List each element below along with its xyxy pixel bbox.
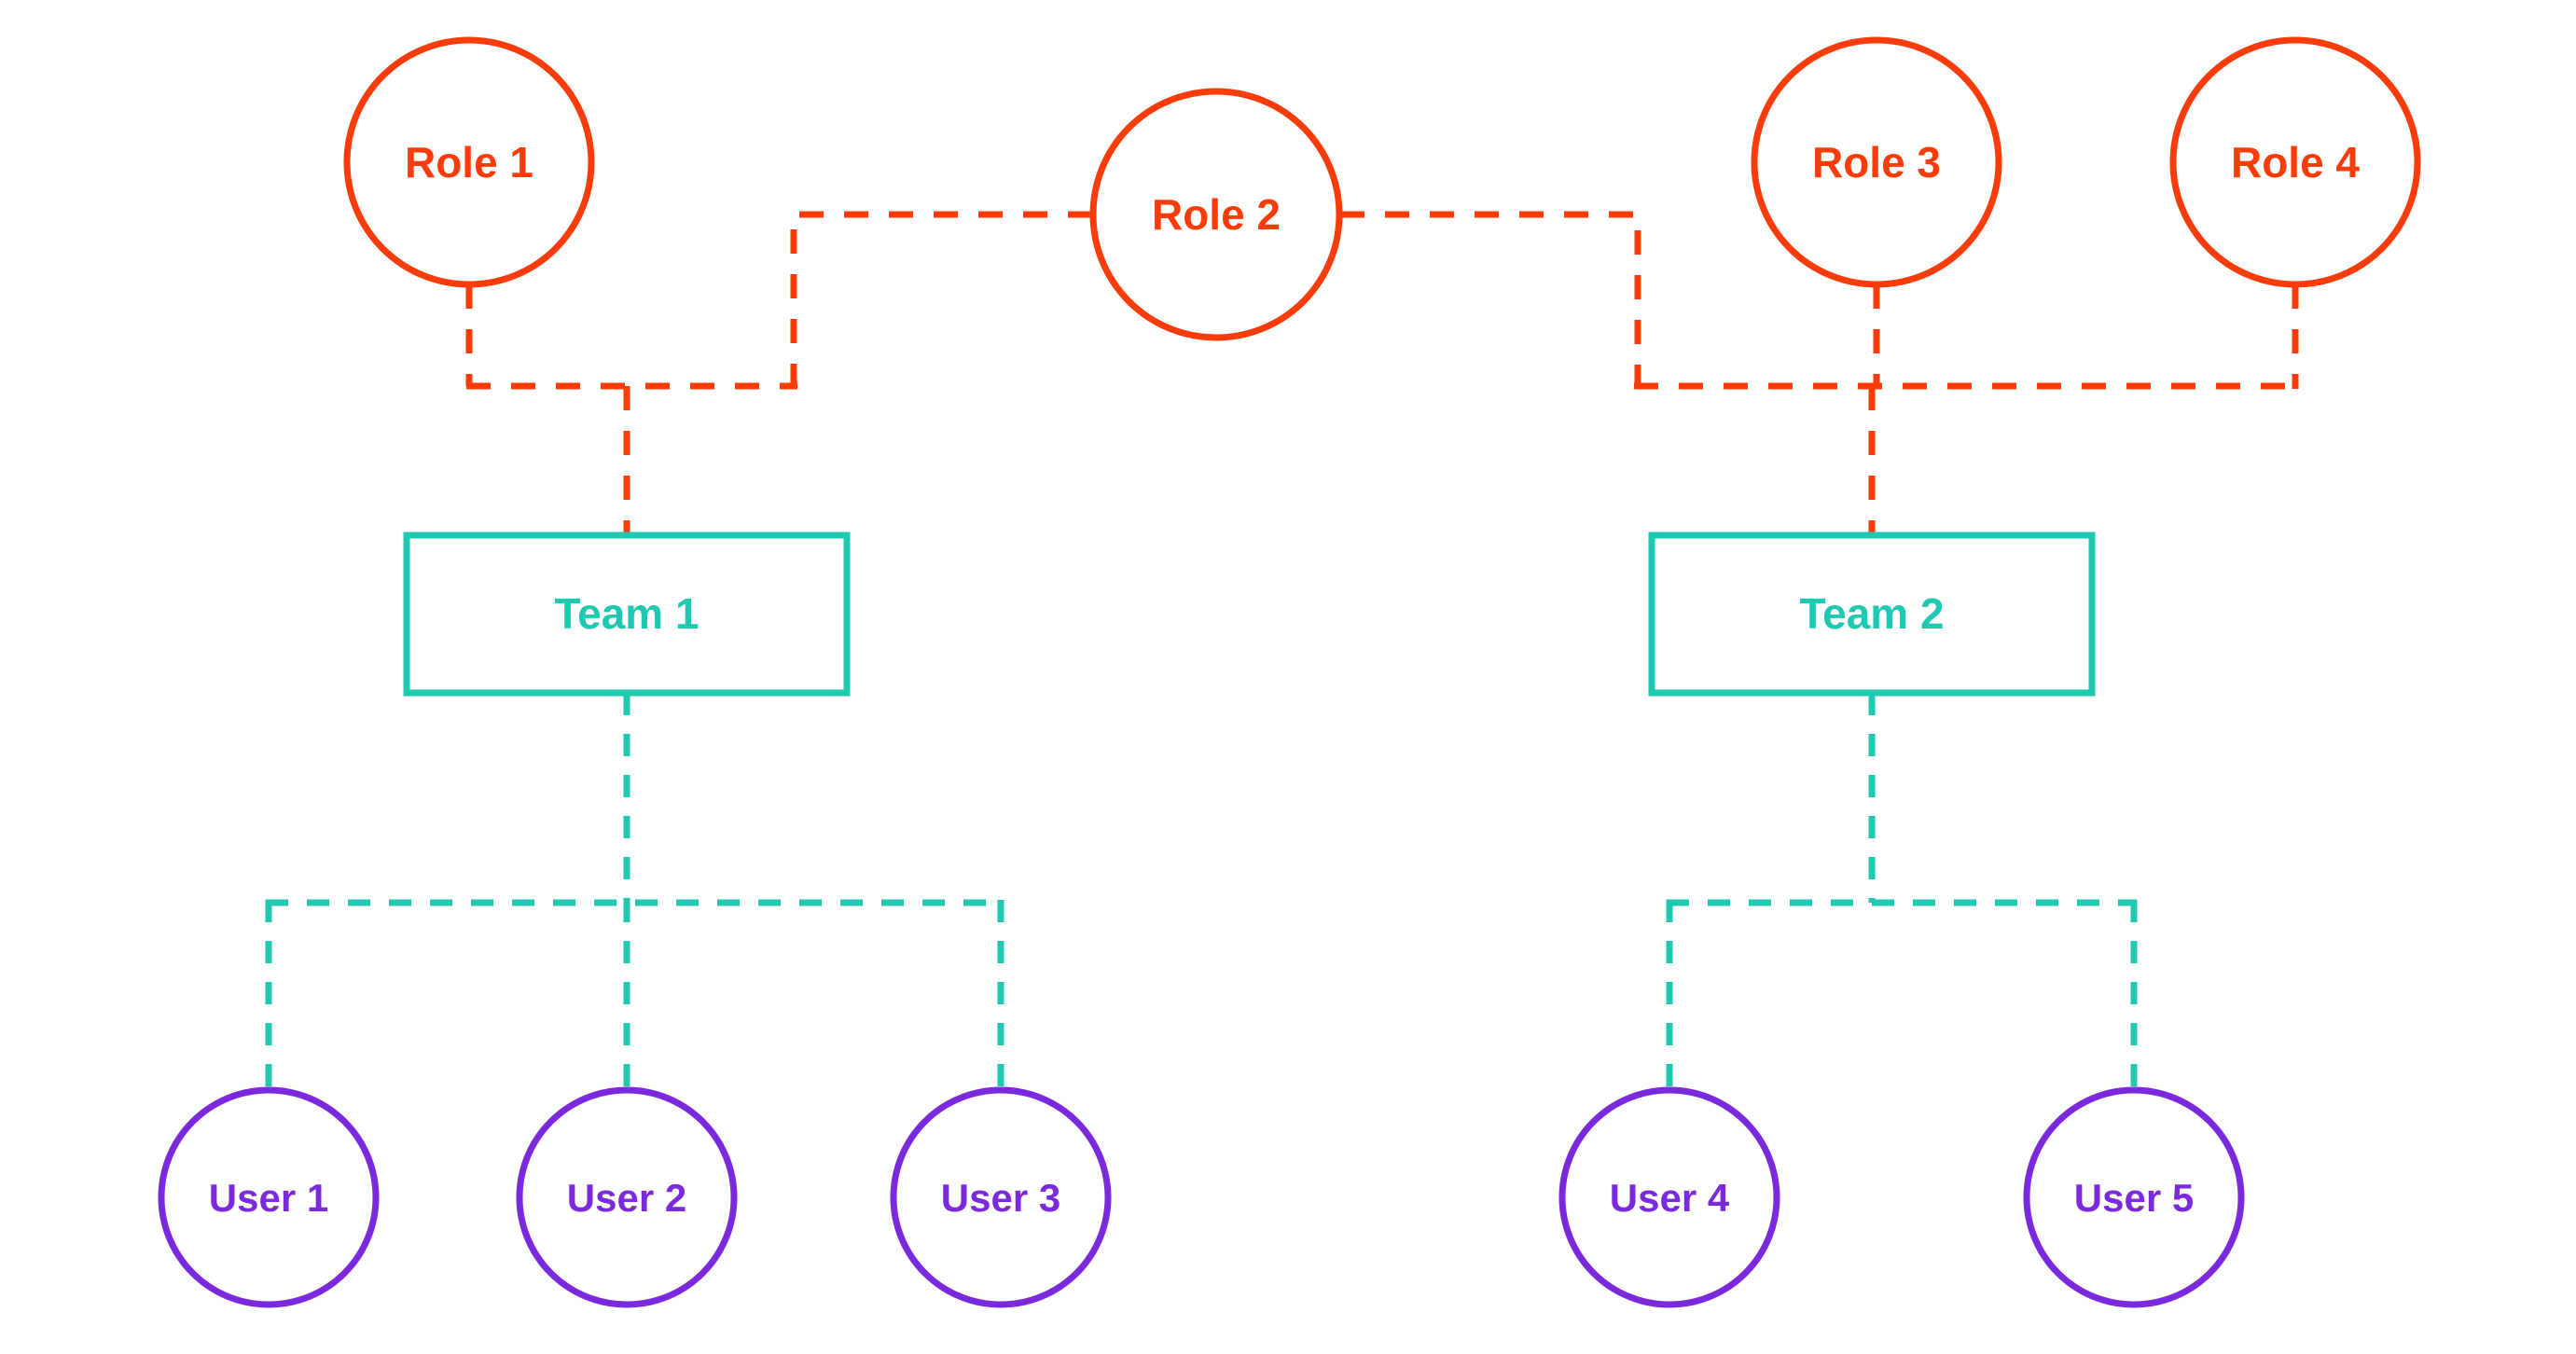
team-to-user-connectors <box>265 693 2138 1090</box>
user-4-circle[interactable] <box>1558 1086 1780 1308</box>
role-to-team-connectors <box>465 211 2299 535</box>
role-1-label: Role 1 <box>405 138 533 187</box>
role-1-circle[interactable] <box>343 36 595 288</box>
node-user-1[interactable]: User 1 <box>158 1086 380 1308</box>
role-4-label: Role 4 <box>2231 138 2360 187</box>
role-2-label: Role 2 <box>1152 190 1281 239</box>
role-2-circle[interactable] <box>1089 88 1343 341</box>
user-5-circle[interactable] <box>2023 1086 2245 1308</box>
node-role-4[interactable]: Role 4 <box>2169 36 2421 288</box>
user-2-circle[interactable] <box>516 1086 738 1308</box>
user-1-label: User 1 <box>209 1176 328 1220</box>
role-nodes: Role 1 Role 2 Role 3 Role 4 <box>343 36 2421 341</box>
user-1-circle[interactable] <box>158 1086 380 1308</box>
role-4-circle[interactable] <box>2169 36 2421 288</box>
user-5-label: User 5 <box>2074 1176 2194 1220</box>
node-user-5[interactable]: User 5 <box>2023 1086 2245 1308</box>
edge-role2-team2 <box>1340 211 1641 389</box>
node-role-1[interactable]: Role 1 <box>343 36 595 288</box>
team-2-label: Team 2 <box>1799 589 1944 638</box>
team-nodes: Team 1 Team 2 <box>403 532 2096 697</box>
node-user-4[interactable]: User 4 <box>1558 1086 1780 1308</box>
node-team-1[interactable]: Team 1 <box>403 532 851 697</box>
team-1-box[interactable] <box>403 532 851 697</box>
user-3-circle[interactable] <box>890 1086 1112 1308</box>
node-user-3[interactable]: User 3 <box>890 1086 1112 1308</box>
edge-role2-team1 <box>790 211 1092 389</box>
user-2-label: User 2 <box>567 1176 686 1220</box>
node-role-2[interactable]: Role 2 <box>1089 88 1343 341</box>
node-team-2[interactable]: Team 2 <box>1648 532 2096 697</box>
user-3-label: User 3 <box>941 1176 1060 1220</box>
role-3-circle[interactable] <box>1751 36 2002 288</box>
user-nodes: User 1 User 2 User 3 User 4 User 5 <box>158 1086 2245 1308</box>
role-3-label: Role 3 <box>1812 138 1941 187</box>
team-2-box[interactable] <box>1648 532 2096 697</box>
user-4-label: User 4 <box>1610 1176 1730 1220</box>
node-user-2[interactable]: User 2 <box>516 1086 738 1308</box>
team-1-label: Team 1 <box>554 589 699 638</box>
node-role-3[interactable]: Role 3 <box>1751 36 2002 288</box>
